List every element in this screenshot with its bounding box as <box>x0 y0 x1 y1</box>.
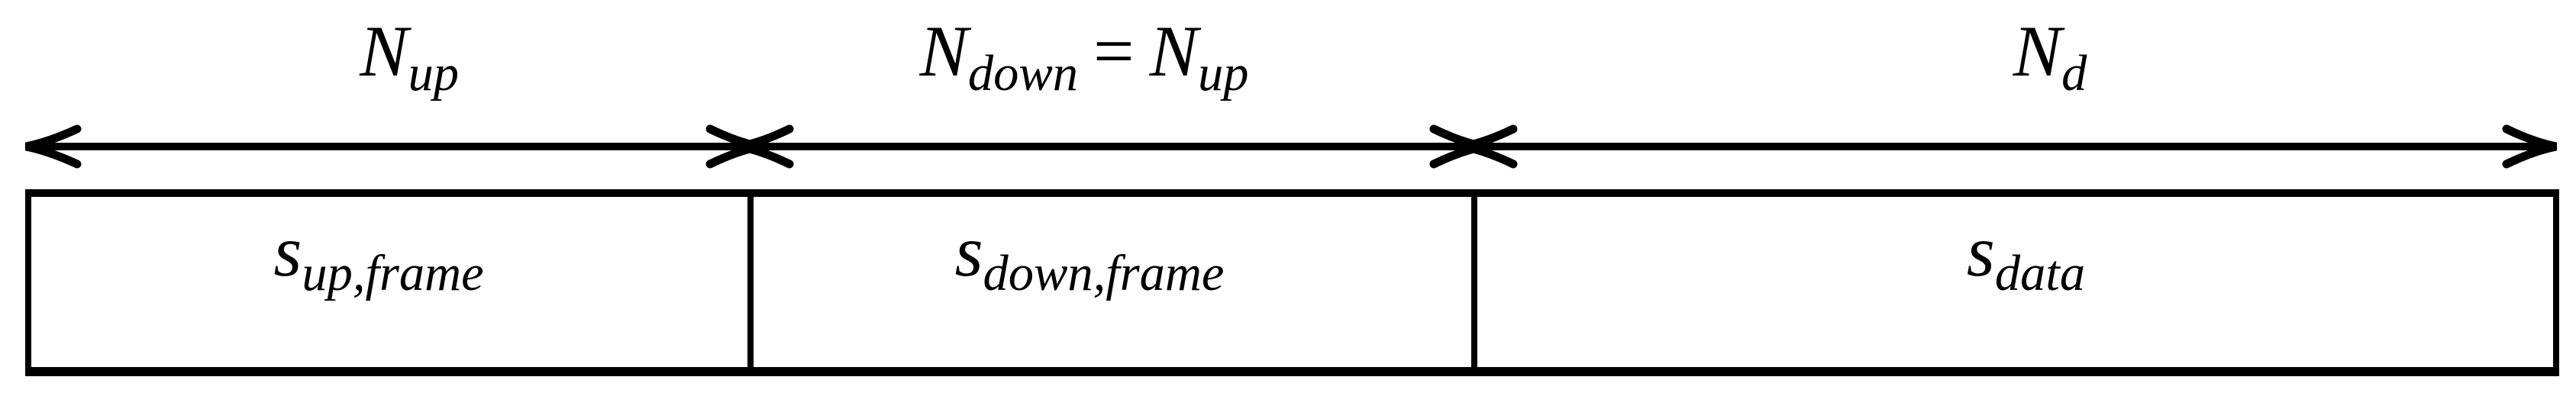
cell-label-s-up-frame: sup,frame <box>273 215 483 301</box>
frame-box: sup,frame sdown,frame sdata <box>25 189 2559 376</box>
math-variable: s <box>954 211 983 292</box>
math-subscript: d <box>2061 45 2087 101</box>
math-subscript: up,frame <box>302 245 484 301</box>
cell-label-s-down-frame: sdown,frame <box>955 215 1225 301</box>
frame-cell-data: sdata <box>1471 197 2553 367</box>
math-subscript: data <box>1994 245 2086 301</box>
junction-1-right-arrowhead-icon <box>705 124 761 169</box>
math-variable: s <box>1966 211 1995 292</box>
junction-1-left-arrowhead-icon <box>738 124 794 169</box>
cell-label-s-data: sdata <box>1967 215 2085 301</box>
math-subscript: up <box>1197 45 1249 101</box>
right-arrowhead-icon <box>2502 124 2558 169</box>
math-subscript: down,frame <box>983 245 1225 301</box>
frame-cell-up: sup,frame <box>31 197 747 367</box>
dim-label-n-down-equals-n-up: Ndown=Nup <box>920 15 1249 101</box>
junction-2-right-arrowhead-icon <box>1429 124 1485 169</box>
dim-label-n-up: Nup <box>360 15 459 101</box>
math-variable: s <box>273 211 302 292</box>
math-subscript: up <box>408 45 459 101</box>
math-variable: N <box>360 11 408 92</box>
math-variable: N <box>919 11 968 92</box>
math-variable: N <box>2013 11 2062 92</box>
math-subscript: down <box>967 45 1079 101</box>
frame-cell-down: sdown,frame <box>747 197 1471 367</box>
equals-sign: = <box>1093 11 1135 92</box>
math-variable: N <box>1149 11 1198 92</box>
left-arrowhead-icon <box>24 124 82 169</box>
dim-label-n-d: Nd <box>2013 15 2087 101</box>
junction-2-left-arrowhead-icon <box>1462 124 1518 169</box>
